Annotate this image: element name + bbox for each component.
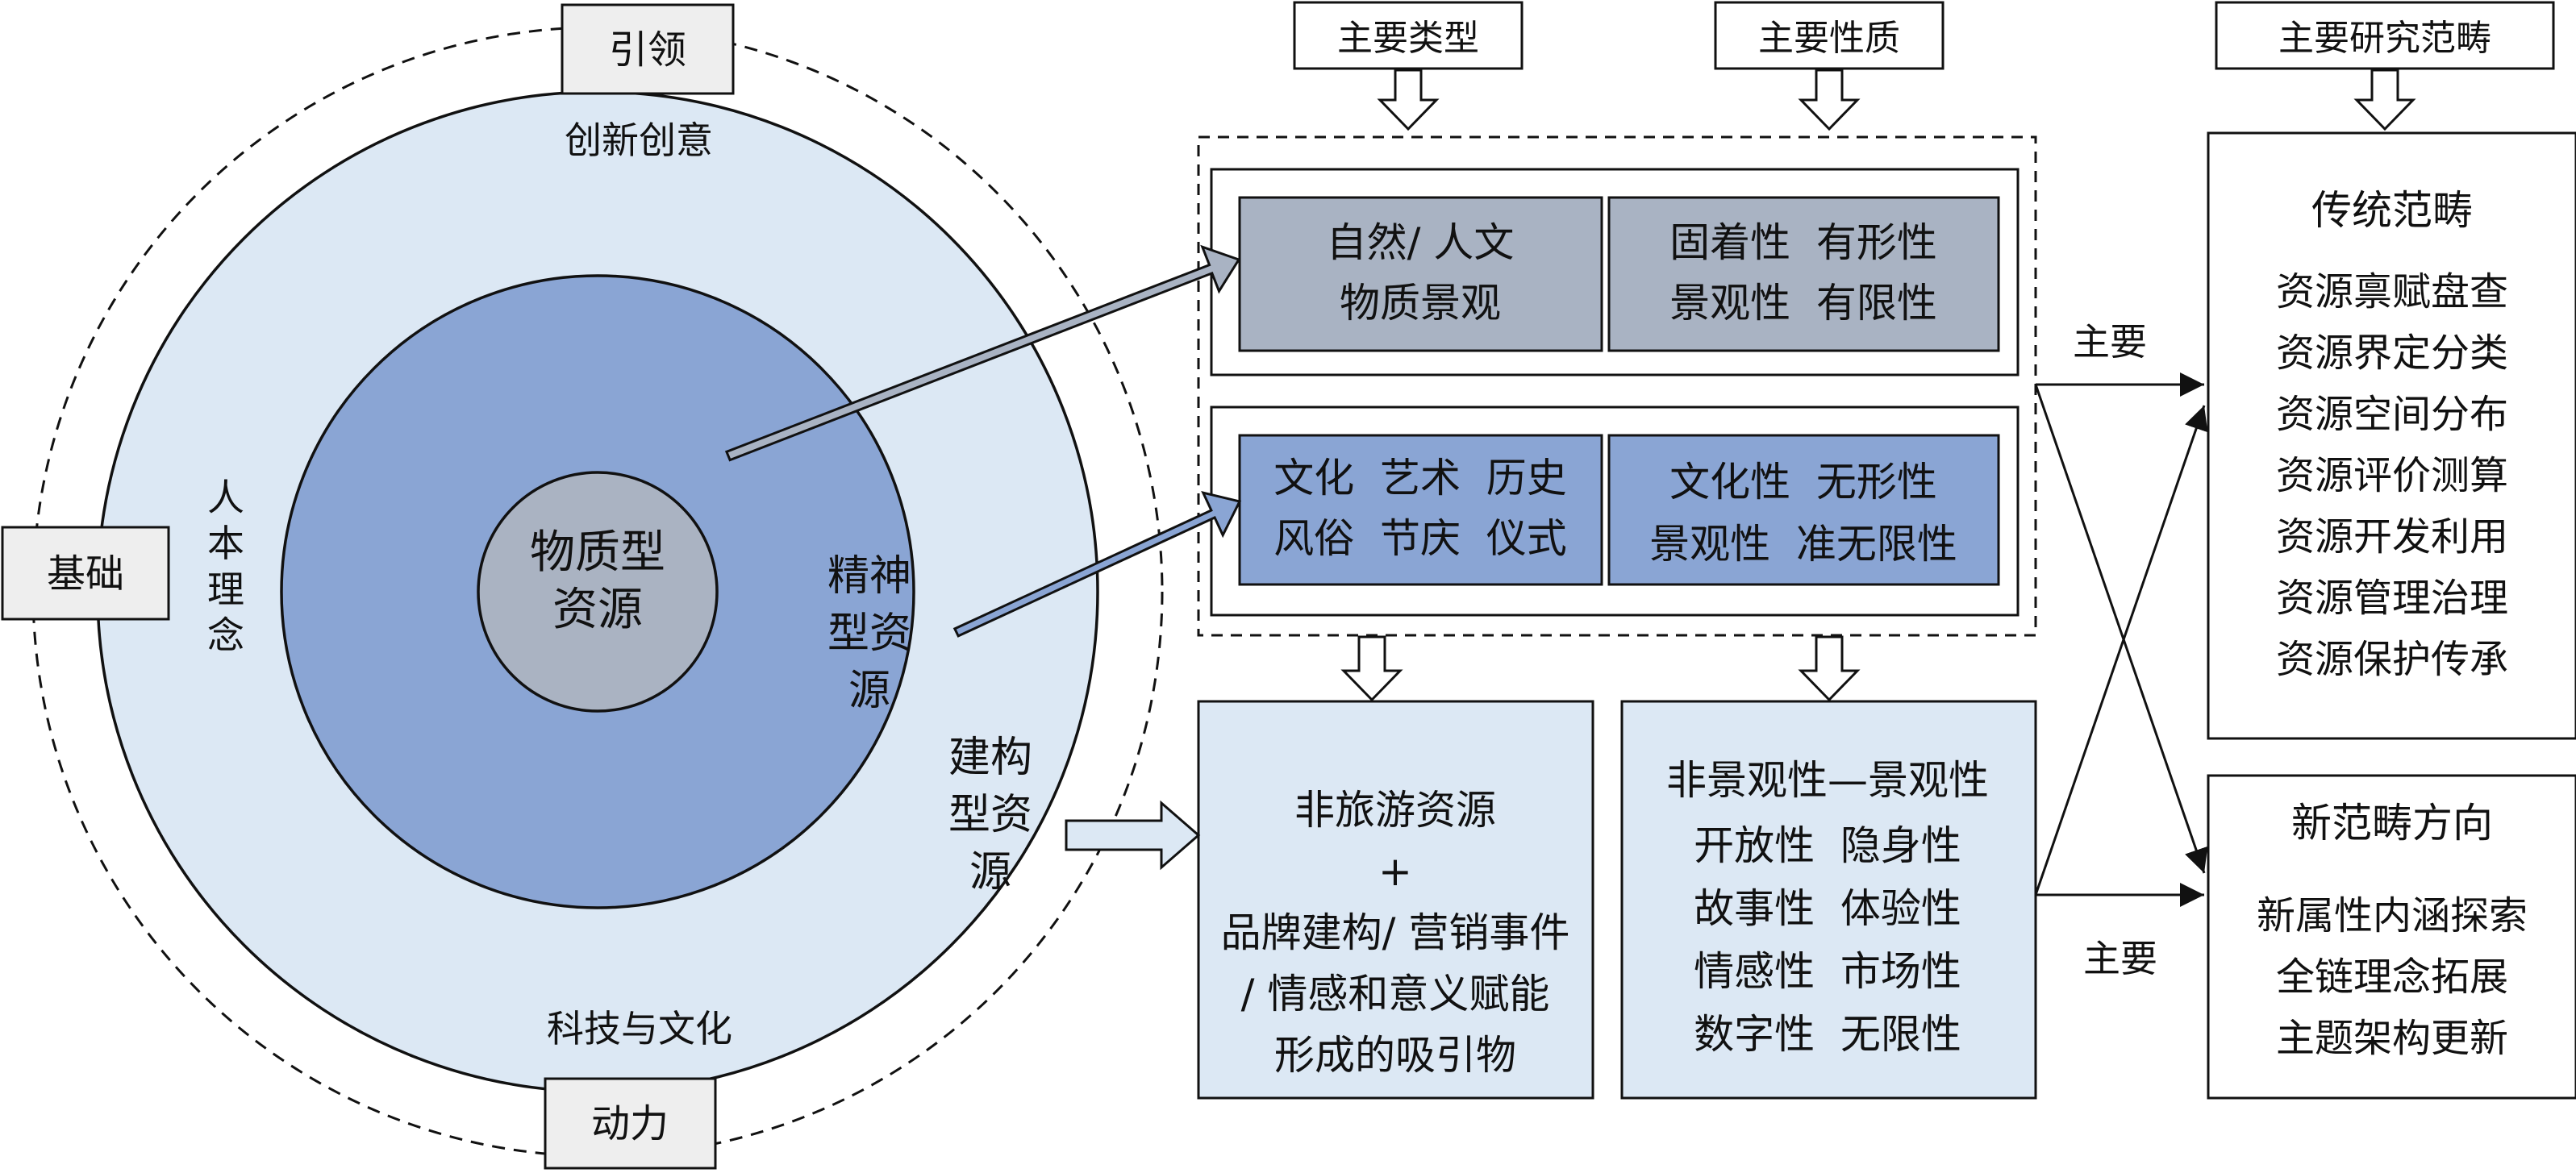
traditional-item-1: 资源禀赋盘查 [2276, 269, 2508, 314]
humanism-char-3: 理 [207, 568, 244, 611]
tech-culture-label: 科技与文化 [547, 1007, 732, 1050]
traditional-title: 传统范畴 [2311, 187, 2473, 234]
down-arrow-constructed-props [1798, 635, 1861, 702]
constructed-props-line-2: 开放性 隐身性 [1694, 822, 1961, 869]
spiritual-resource-line-3: 源 [848, 667, 890, 715]
material-type-line-1: 自然/ 人文 [1327, 219, 1515, 266]
header-research-text: 主要研究范畴 [2278, 18, 2491, 59]
spiritual-type-line-1: 文化 艺术 历史 [1273, 455, 1567, 501]
tag-driver-text: 动力 [591, 1101, 669, 1146]
new-direction-item-3: 主题架构更新 [2276, 1016, 2508, 1061]
constructed-props-line-1: 非景观性—景观性 [1666, 757, 1989, 804]
traditional-category-box [2207, 131, 2576, 740]
humanism-char-4: 念 [207, 614, 244, 657]
spiritual-props-box [1607, 434, 2000, 586]
down-arrow-research [2353, 69, 2416, 131]
spiritual-props-line-2: 景观性 准无限性 [1649, 521, 1957, 568]
constructed-type-line-4: / 情感和意义赋能 [1241, 971, 1550, 1017]
traditional-item-7: 资源保护传承 [2276, 637, 2508, 682]
material-type-line-2: 物质景观 [1340, 280, 1501, 327]
header-types: 主要类型 [1293, 1, 1524, 70]
traditional-item-2: 资源界定分类 [2276, 331, 2508, 376]
constructed-props-line-4: 情感性 市场性 [1694, 948, 1961, 995]
spiritual-resource-line-2: 型资 [827, 609, 911, 658]
header-types-text: 主要类型 [1337, 18, 1479, 59]
constructed-type-line-3: 品牌建构/ 营销事件 [1221, 909, 1570, 956]
label-main-lower: 主要 [2083, 937, 2157, 980]
humanism-char-2: 本 [207, 522, 244, 565]
tag-driver: 动力 [544, 1077, 717, 1170]
constructed-props-line-5: 数字性 无限性 [1694, 1011, 1961, 1058]
traditional-item-6: 资源管理治理 [2276, 576, 2508, 621]
constructed-type-box [1197, 700, 1594, 1100]
header-properties: 主要性质 [1714, 1, 1945, 70]
new-direction-title: 新范畴方向 [2291, 800, 2493, 846]
arrow-material-to-row [724, 244, 1241, 462]
constructed-props-line-3: 故事性 体验性 [1694, 885, 1961, 932]
down-arrow-constructed-type [1340, 635, 1403, 702]
arrow-constructed-to-box [1065, 800, 1201, 871]
connector-lines [2034, 372, 2208, 907]
down-arrow-types [1377, 69, 1440, 131]
traditional-item-3: 资源空间分布 [2276, 392, 2508, 437]
material-props-line-1: 固着性 有形性 [1669, 219, 1937, 266]
tag-lead: 引领 [561, 3, 735, 95]
arrow-spiritual-to-row [952, 491, 1242, 638]
constructed-resource-line-2: 型资 [948, 791, 1032, 839]
label-main-upper: 主要 [2073, 320, 2147, 364]
new-direction-item-2: 全链理念拓展 [2276, 955, 2508, 1000]
tag-foundation-text: 基础 [47, 551, 124, 597]
constructed-resource-line-1: 建构 [948, 734, 1032, 782]
constructed-resource-line-3: 源 [969, 848, 1011, 896]
spiritual-resource-line-1: 精神 [827, 552, 911, 601]
spiritual-props-line-1: 文化性 无形性 [1669, 459, 1937, 505]
innovation-label: 创新创意 [565, 119, 713, 162]
traditional-item-5: 资源开发利用 [2276, 514, 2508, 559]
material-props-box [1607, 196, 2000, 352]
new-direction-item-1: 新属性内涵探索 [2257, 893, 2528, 938]
new-direction-box [2207, 774, 2576, 1100]
tag-foundation: 基础 [1, 526, 170, 621]
inner-core [477, 471, 719, 713]
constructed-props-box [1620, 700, 2037, 1100]
constructed-type-line-1: 非旅游资源 [1294, 787, 1496, 834]
material-resource-line-2: 资源 [552, 584, 643, 636]
traditional-item-4: 资源评价测算 [2276, 453, 2508, 498]
constructed-type-line-2: + [1378, 848, 1412, 895]
header-properties-text: 主要性质 [1758, 18, 1900, 59]
humanism-char-1: 人 [207, 476, 244, 519]
material-type-box [1238, 196, 1603, 352]
material-resource-line-1: 物质型 [530, 526, 665, 579]
down-arrow-properties [1798, 69, 1861, 131]
spiritual-type-line-2: 风俗 节庆 仪式 [1273, 515, 1567, 562]
material-props-line-2: 景观性 有限性 [1669, 280, 1937, 327]
header-research: 主要研究范畴 [2215, 1, 2555, 70]
spiritual-type-box [1238, 434, 1603, 586]
constructed-type-line-5: 形成的吸引物 [1274, 1032, 1516, 1079]
tag-lead-text: 引领 [609, 27, 686, 73]
